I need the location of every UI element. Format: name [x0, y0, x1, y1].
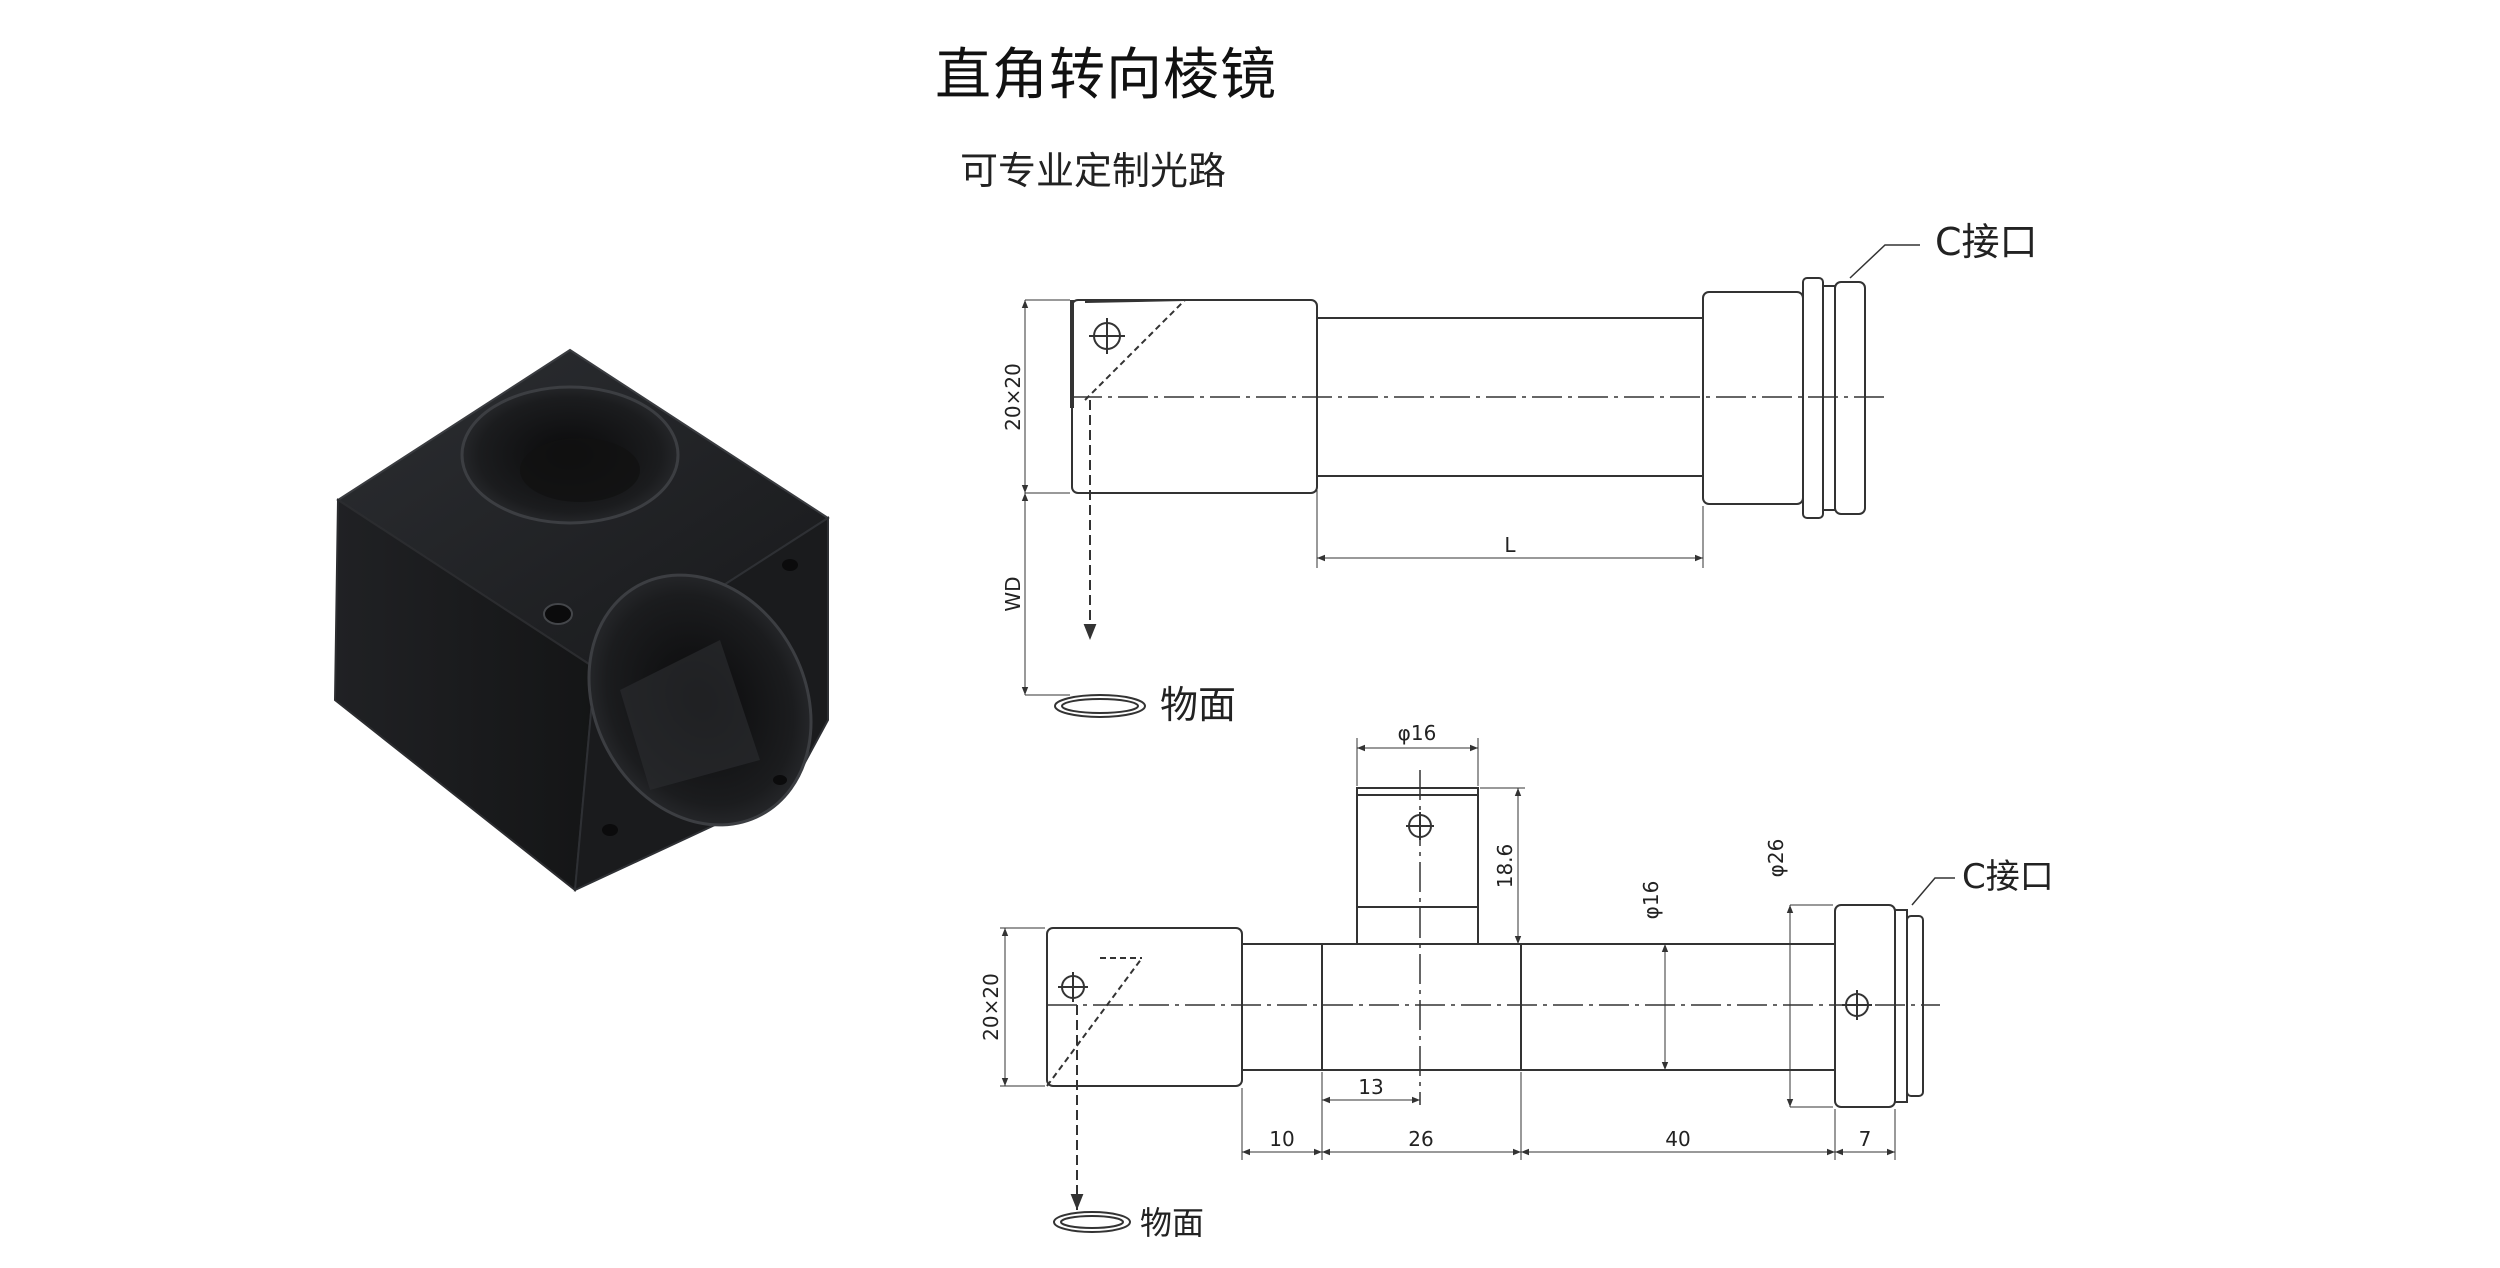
prism-product-image [333, 348, 830, 892]
bottom-dim-top-diameter: φ16 [1398, 721, 1437, 745]
bottom-drawing [1000, 738, 1955, 1233]
bottom-dim-c: 40 [1665, 1127, 1690, 1151]
bottom-dim-top-height: 18.6 [1493, 844, 1517, 889]
page-title: 直角转向棱镜 [935, 43, 1277, 108]
bottom-dim-a: 10 [1269, 1127, 1294, 1151]
bottom-dim-tube-diameter: φ16 [1639, 881, 1663, 920]
top-dim-wd: WD [1001, 576, 1025, 611]
bottom-dim-b: 26 [1408, 1127, 1433, 1151]
bottom-dim-offset: 13 [1358, 1075, 1383, 1099]
bottom-c-mount-label: C接口 [1962, 857, 2054, 897]
top-c-mount-label: C接口 [1935, 220, 2038, 264]
bottom-object-label: 物面 [1140, 1204, 1204, 1242]
bottom-dim-flange-diameter: φ26 [1764, 839, 1788, 878]
top-drawing [1021, 244, 1920, 718]
top-dim-length: L [1504, 533, 1516, 557]
top-dim-cube: 20×20 [1001, 363, 1025, 431]
bottom-dim-cube: 20×20 [979, 973, 1003, 1041]
bottom-dim-d: 7 [1859, 1127, 1872, 1151]
top-object-label: 物面 [1160, 683, 1236, 727]
page-subtitle: 可专业定制光路 [960, 149, 1227, 193]
